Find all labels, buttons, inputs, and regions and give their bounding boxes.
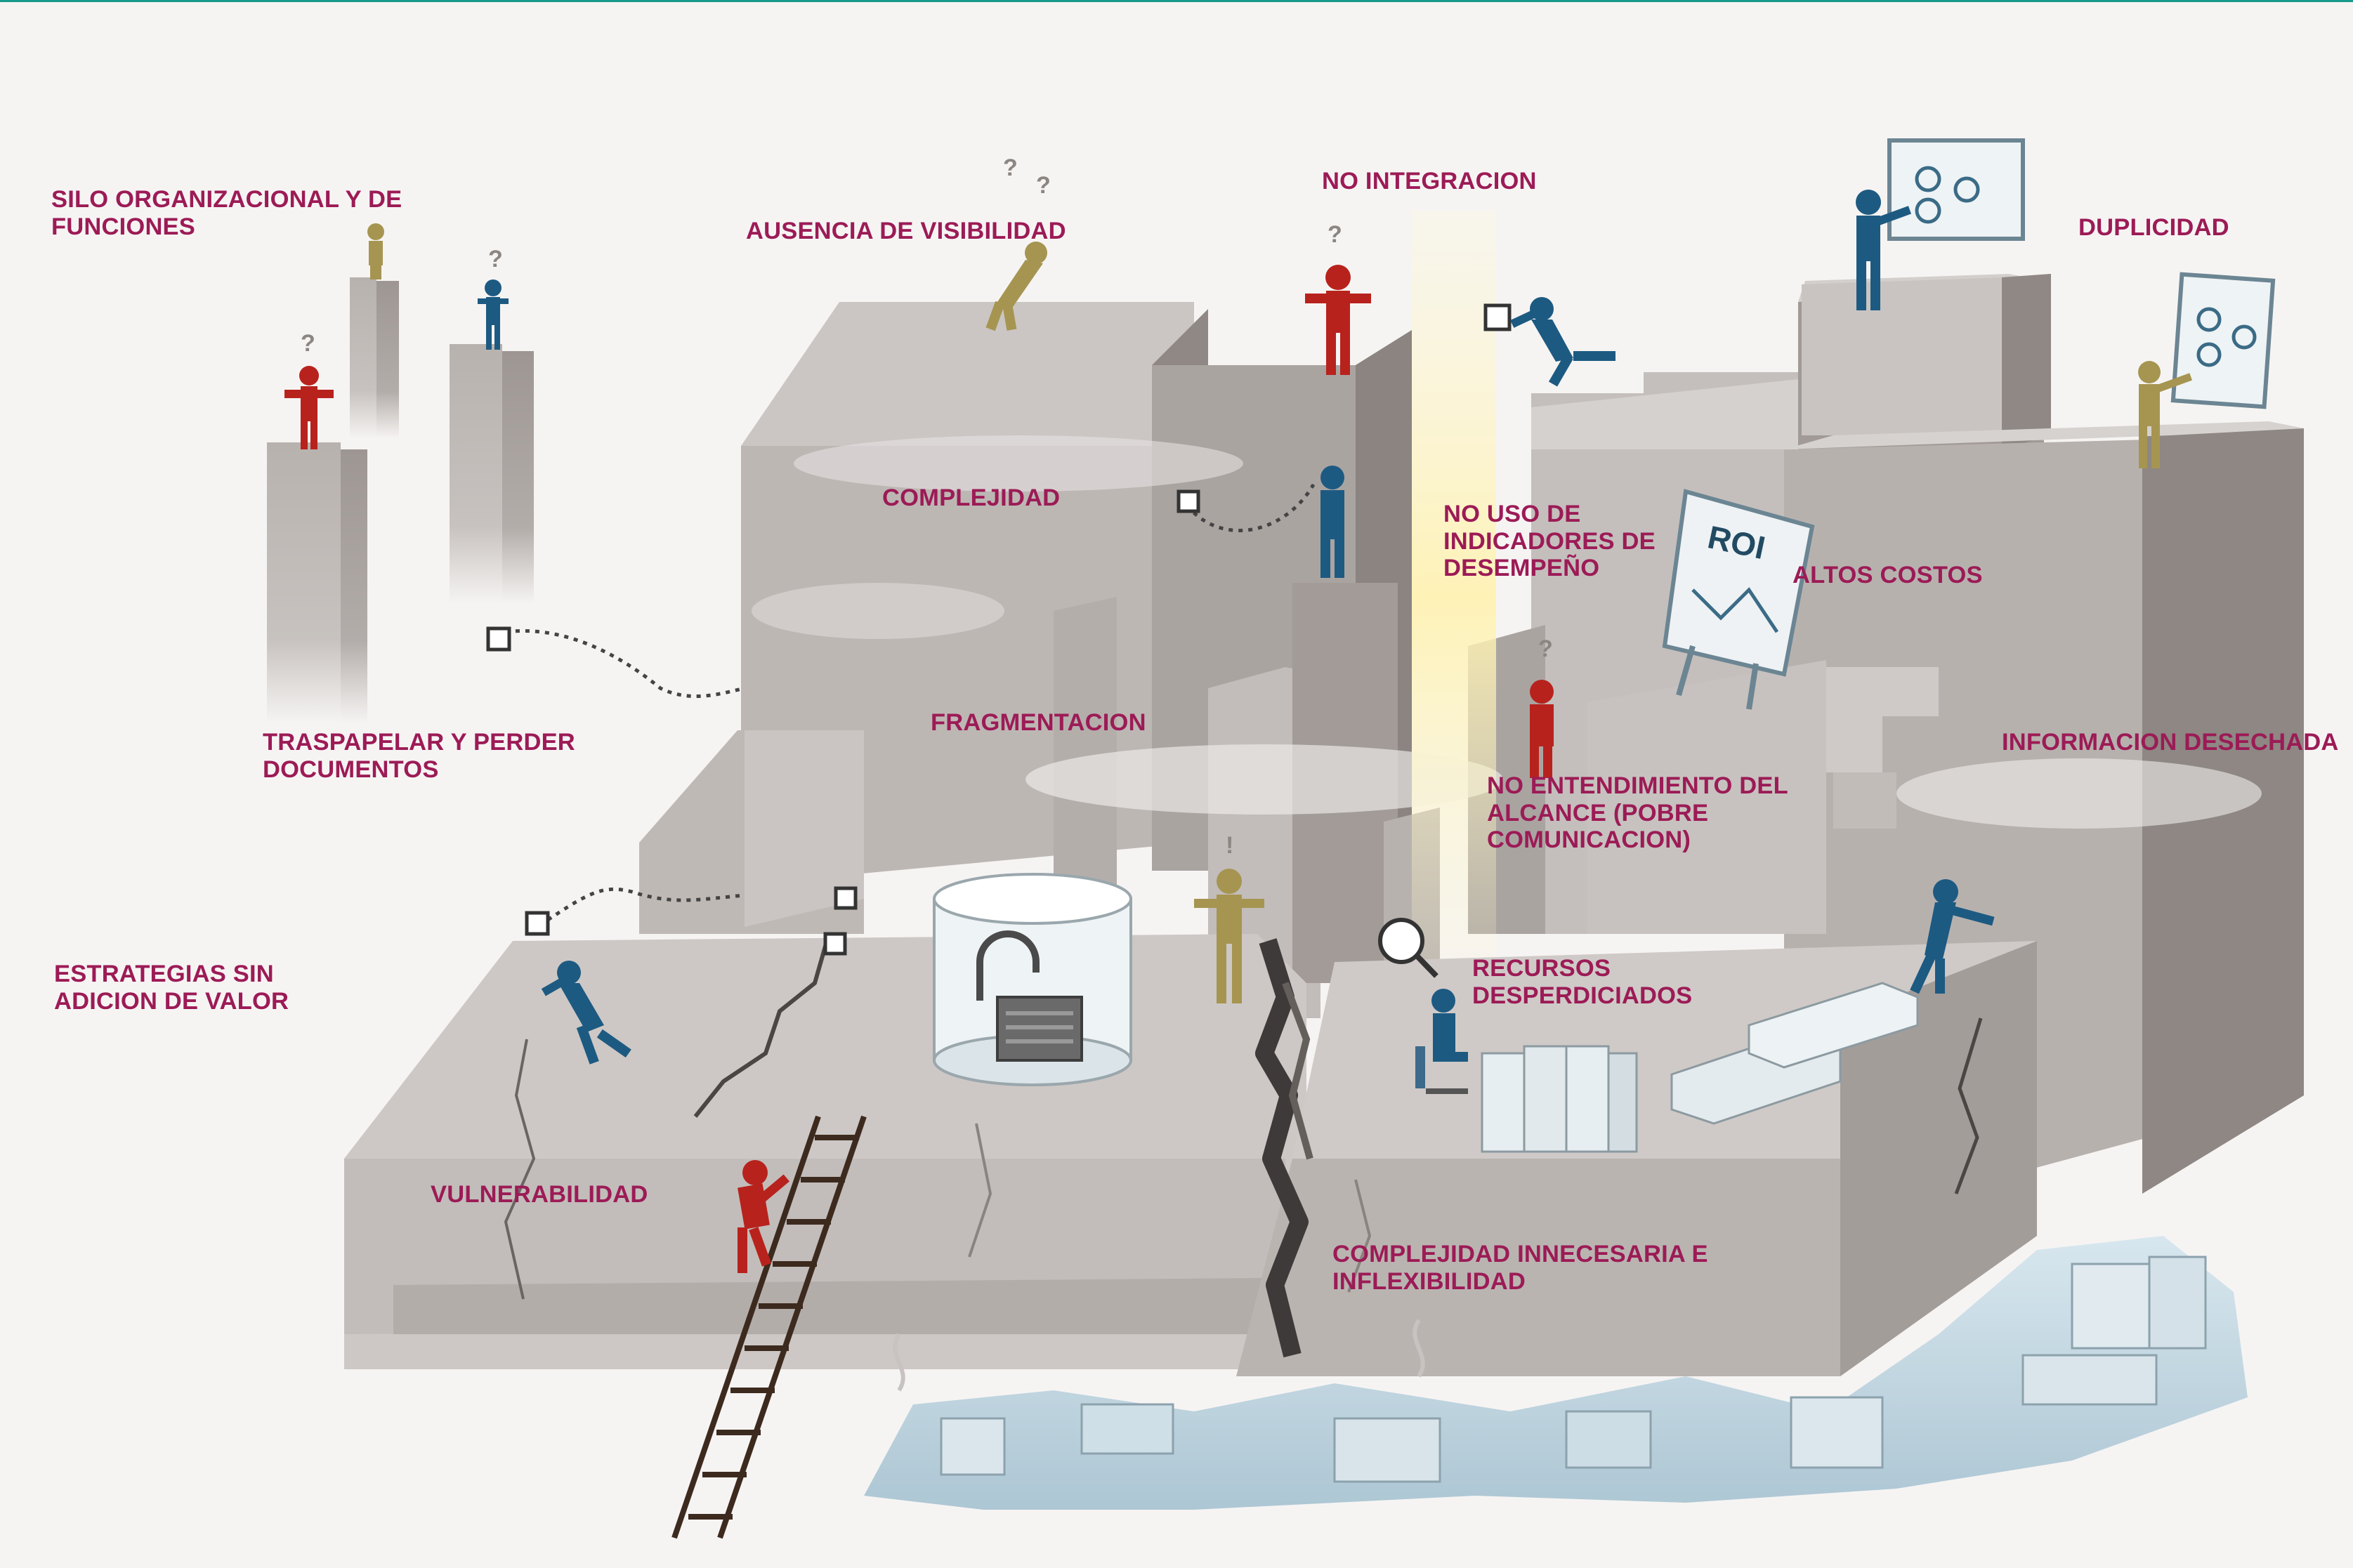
label-fragmentacion: FRAGMENTACION	[931, 709, 1146, 736]
top-accent-line	[0, 0, 2353, 2]
pillar-1-side	[341, 449, 367, 723]
question-marks: ? ? ? ? ? ? !	[301, 154, 1553, 859]
left-pillars	[267, 277, 534, 723]
label-traspapelar-documentos: TRASPAPELAR Y PERDER DOCUMENTOS	[263, 729, 575, 783]
floating-documents	[486, 303, 1512, 956]
svg-text:?: ?	[1328, 221, 1342, 248]
label-vulnerabilidad: VULNERABILIDAD	[431, 1181, 648, 1208]
light-beam	[1412, 211, 1496, 983]
document-trails	[505, 483, 1316, 922]
person-red-scope	[1530, 680, 1554, 778]
ladder	[671, 1115, 867, 1539]
person-blue-pillar	[1320, 466, 1344, 578]
label-altos-costos: ALTOS COSTOS	[1792, 562, 1983, 588]
person-red-climbing	[738, 1160, 789, 1273]
person-blue-seated	[1415, 989, 1468, 1094]
person-blue-pushing	[1910, 879, 1995, 994]
label-complejidad: COMPLEJIDAD	[882, 485, 1061, 511]
pillar-1	[267, 442, 341, 723]
person-gold-searching	[985, 242, 1047, 331]
database-lock	[933, 873, 1132, 1086]
whiteboards	[1887, 138, 2276, 409]
label-recursos-desperdiciados: RECURSOS DESPERDICIADOS	[1472, 955, 1693, 1009]
person-red-integration	[1305, 265, 1371, 375]
svg-text:?: ?	[1003, 154, 1018, 181]
label-ausencia-visibilidad: AUSENCIA DE VISIBILIDAD	[746, 218, 1066, 244]
label-informacion-desechada: INFORMACION DESECHADA	[2002, 729, 2339, 756]
svg-text:?: ?	[488, 246, 503, 272]
svg-text:?: ?	[301, 330, 315, 357]
magnifier-icon	[1378, 918, 1438, 978]
pillar-3	[450, 344, 502, 604]
person-blue-presenting	[1856, 190, 1912, 310]
person-blue-running	[541, 961, 631, 1065]
svg-text:!: !	[1226, 832, 1233, 859]
label-silo-organizacional: SILO ORGANIZACIONAL Y DE FUNCIONES	[51, 186, 402, 240]
roi-sign: ROI	[1662, 489, 1815, 710]
figures: ? ? ? ? ? ? !	[284, 154, 2193, 1273]
person-gold-shrug	[1194, 869, 1264, 1003]
person-blue-small	[478, 279, 509, 350]
label-no-integracion: NO INTEGRACION	[1322, 168, 1537, 195]
pillar-2-side	[376, 281, 399, 439]
label-complejidad-innecesaria: COMPLEJIDAD INNECESARIA E INFLEXIBILIDAD	[1332, 1241, 1708, 1295]
label-no-entendimiento-alcance: NO ENTENDIMIENTO DEL ALCANCE (POBRE COMU…	[1487, 772, 1788, 854]
pillar-2	[350, 277, 376, 439]
pillar-3-side	[502, 351, 534, 604]
person-red-confused	[284, 366, 334, 449]
label-duplicidad: DUPLICIDAD	[2078, 214, 2229, 241]
person-gold-small	[367, 223, 384, 279]
label-estrategias-sin-valor: ESTRATEGIAS SIN ADICION DE VALOR	[54, 961, 289, 1015]
person-blue-reaching	[1510, 297, 1615, 387]
server-racks	[1481, 982, 1919, 1153]
svg-text:?: ?	[1538, 635, 1553, 662]
svg-text:?: ?	[1036, 172, 1051, 199]
label-indicadores-desempeno: NO USO DE INDICADORES DE DESEMPEÑO	[1443, 501, 1656, 582]
broken-server-rubble	[864, 1236, 2248, 1510]
person-gold-presenting	[2138, 361, 2193, 468]
